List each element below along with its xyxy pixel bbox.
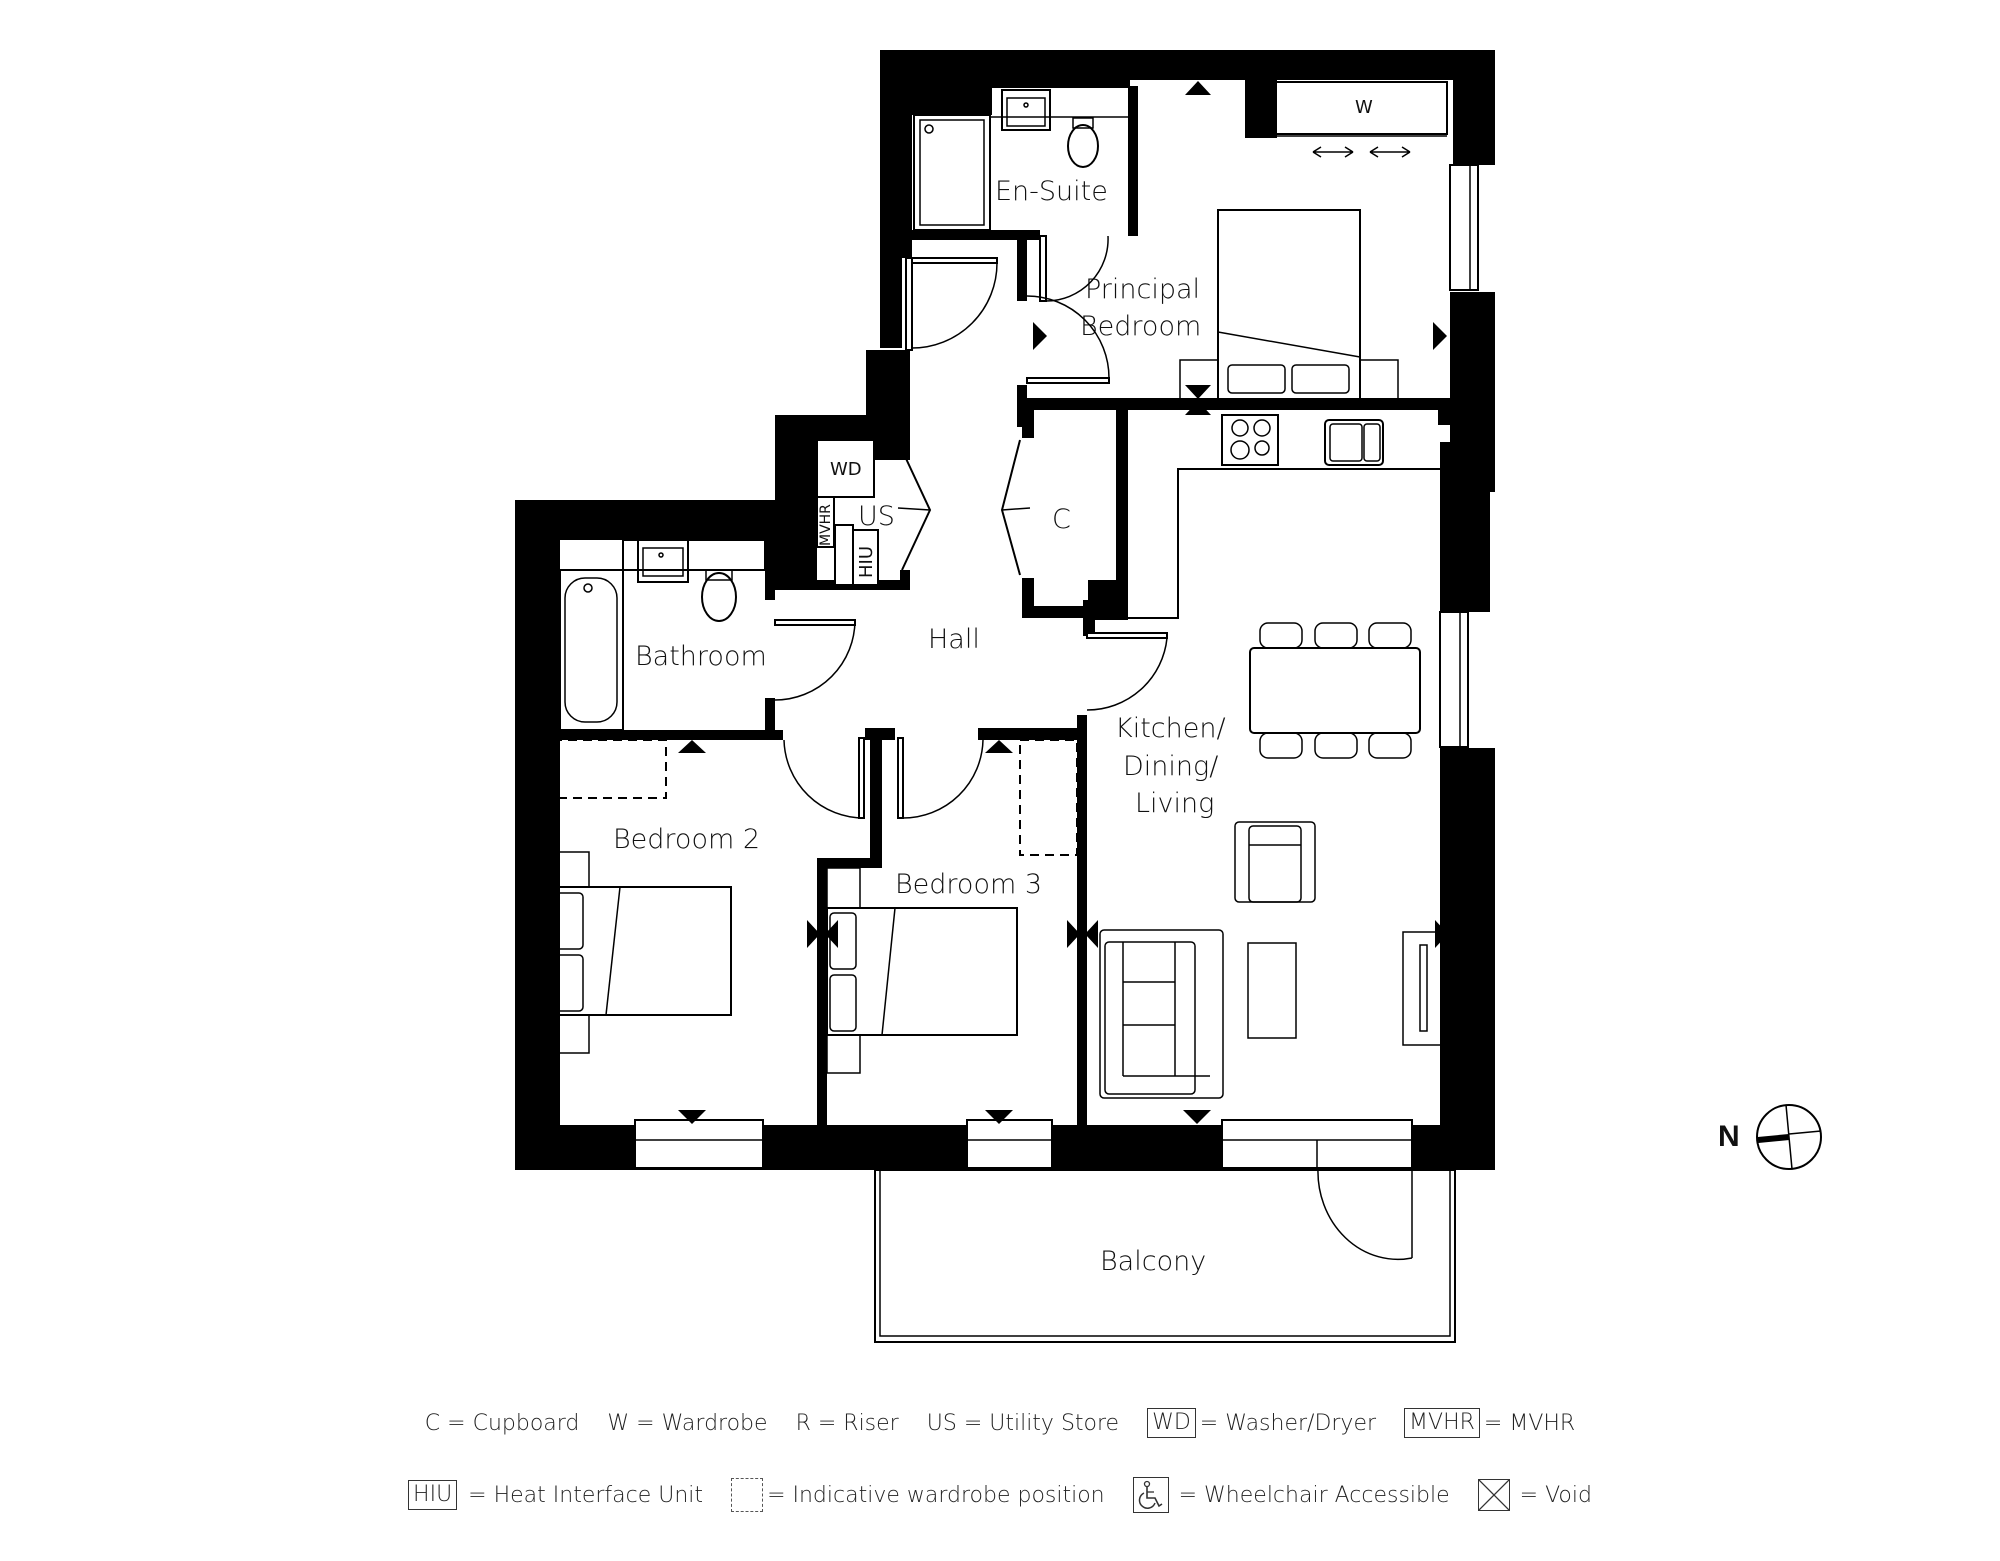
mvhr-key-box: MVHR <box>1404 1408 1480 1438</box>
legend-item-utility-store: US = Utility Store <box>926 1410 1120 1436</box>
legend-item-hiu: HIU = Heat Interface Unit <box>408 1480 703 1510</box>
wardrobe-label: W <box>1355 97 1373 118</box>
bathroom-fixtures <box>559 539 766 731</box>
washer-dryer-label: WD <box>830 459 862 480</box>
legend-item-riser: R = Riser <box>795 1410 899 1436</box>
doors <box>774 235 1413 1261</box>
dashed-box-icon <box>731 1478 764 1512</box>
legend-item-wardrobe: W = Wardrobe <box>607 1410 768 1436</box>
void-cross-icon <box>1477 1479 1510 1511</box>
utility-store-fixtures <box>816 439 879 586</box>
mvhr-label: MVHR <box>818 504 834 546</box>
legend-item-wardrobe-position: = Indicative wardrobe position <box>731 1478 1105 1512</box>
room-label-bedroom-2: Bedroom 2 <box>613 824 760 855</box>
legend-item-void: = Void <box>1477 1479 1592 1511</box>
walls <box>515 50 1495 1170</box>
washer-dryer-key-box: WD <box>1147 1408 1196 1438</box>
compass-icon <box>1755 1104 1822 1170</box>
room-label-kitchen-3: Living <box>1135 788 1214 819</box>
north-compass: N <box>1718 1102 1824 1172</box>
bedroom-3-furniture <box>826 739 1078 1074</box>
principal-bedroom-furniture <box>1179 81 1448 401</box>
bedroom-2-furniture <box>552 739 732 1054</box>
legend-item-cupboard: C = Cupboard <box>424 1410 580 1436</box>
room-label-en-suite: En-Suite <box>995 176 1108 207</box>
legend-item-wheelchair: = Wheelchair Accessible <box>1132 1477 1450 1513</box>
wheelchair-icon <box>1132 1477 1169 1513</box>
room-label-balcony: Balcony <box>1100 1246 1206 1277</box>
room-label-bathroom: Bathroom <box>635 641 767 672</box>
room-label-bedroom-3: Bedroom 3 <box>895 869 1042 900</box>
access-markers <box>543 81 1448 1124</box>
legend-item-mvhr: MVHR= MVHR <box>1404 1408 1575 1438</box>
hiu-key-box: HIU <box>408 1480 458 1510</box>
north-label: N <box>1718 1120 1740 1153</box>
kitchen-fixtures <box>1099 414 1442 1099</box>
room-label-utility-store: US <box>858 501 895 532</box>
room-label-principal-bedroom-1: Principal <box>1085 274 1200 305</box>
en-suite-fixtures <box>913 89 1128 231</box>
room-label-hall: Hall <box>928 624 980 655</box>
balcony-outline <box>874 1169 1456 1343</box>
legend-item-washer-dryer: WD= Washer/Dryer <box>1147 1408 1376 1438</box>
room-label-principal-bedroom-2: Bedroom <box>1080 311 1201 342</box>
hiu-label: HIU <box>856 546 877 578</box>
legend-row-1: C = Cupboard W = Wardrobe R = Riser US =… <box>0 1408 2000 1438</box>
room-label-kitchen-2: Dining/ <box>1123 751 1218 782</box>
legend-row-2: HIU = Heat Interface Unit = Indicative w… <box>0 1477 2000 1513</box>
room-label-cupboard: C <box>1052 504 1071 535</box>
windows <box>634 164 1479 1169</box>
room-label-kitchen-1: Kitchen/ <box>1115 713 1226 744</box>
